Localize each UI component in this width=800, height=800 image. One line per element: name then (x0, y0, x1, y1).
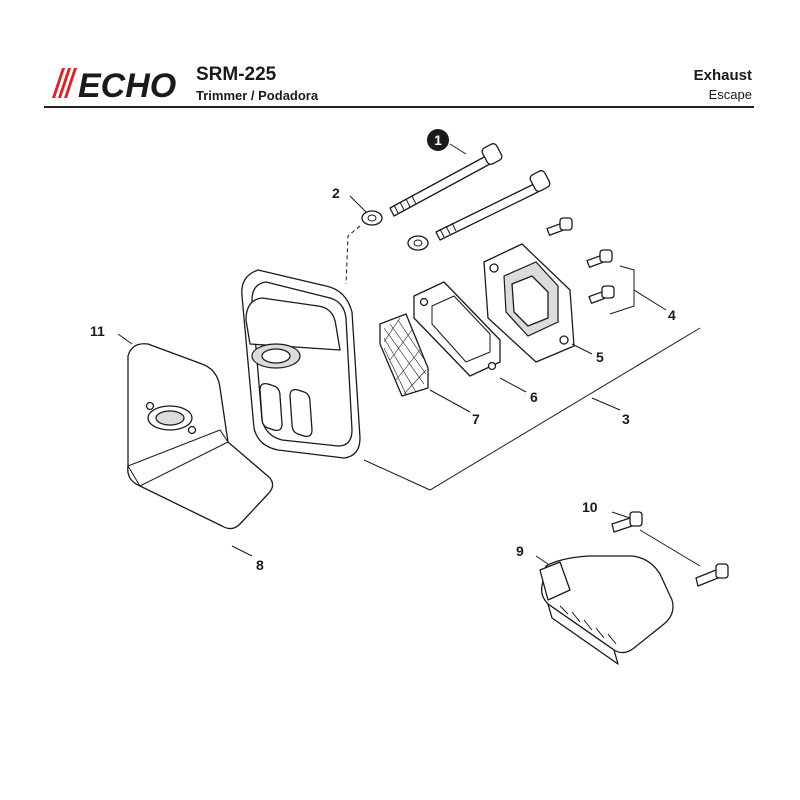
callout-3: 3 (622, 411, 630, 427)
muffler-gasket[interactable] (413, 281, 501, 377)
callout-1: 1 (427, 129, 449, 151)
long-bolt-lower[interactable] (435, 169, 551, 241)
spark-arrester-screen[interactable] (379, 313, 429, 397)
callout-2: 2 (332, 185, 340, 201)
cover-screw-lower[interactable] (695, 563, 729, 587)
callout-4: 4 (668, 307, 676, 323)
callout-8: 8 (256, 557, 264, 573)
svg-text:1: 1 (434, 132, 442, 148)
washer-upper[interactable] (361, 210, 383, 226)
page-header: ECHO SRM-225 Trimmer / Podadora Exhaust … (0, 0, 800, 110)
callout-7: 7 (472, 411, 480, 427)
small-screw-3[interactable] (588, 285, 615, 304)
small-screw-2[interactable] (586, 249, 613, 268)
exhaust-flange[interactable] (483, 243, 575, 363)
muffler-body[interactable] (241, 269, 361, 459)
leader-lines (117, 143, 701, 567)
header-rule (44, 106, 754, 108)
callout-9: 9 (516, 543, 524, 559)
model-subtitle: Trimmer / Podadora (196, 88, 319, 103)
washer-lower[interactable] (407, 235, 429, 251)
small-screw-1[interactable] (546, 217, 573, 236)
callout-6: 6 (530, 389, 538, 405)
echo-logo: ECHO (52, 67, 176, 100)
long-bolt-upper[interactable] (389, 142, 503, 217)
callout-10: 10 (582, 499, 598, 515)
exhaust-cover[interactable] (539, 555, 674, 665)
cover-screw-upper[interactable] (611, 511, 643, 533)
callout-5: 5 (596, 349, 604, 365)
model-title: SRM-225 (196, 64, 277, 85)
section-subtitle: Escape (708, 87, 752, 102)
heat-shield[interactable] (127, 343, 274, 530)
callout-11: 11 (90, 323, 105, 339)
section-title: Exhaust (693, 67, 752, 84)
brand-wordmark: ECHO (78, 67, 176, 100)
